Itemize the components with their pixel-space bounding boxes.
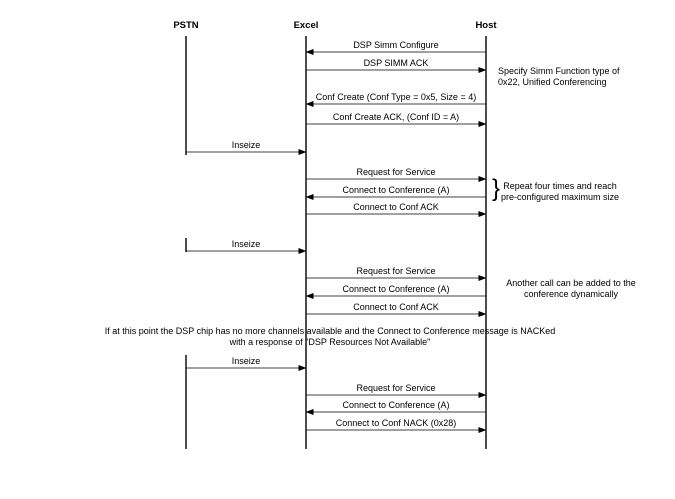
- message: Connect to Conference (A): [305, 400, 486, 415]
- message: DSP Simm Configure: [305, 40, 486, 55]
- message-label: Inseize: [232, 140, 261, 150]
- message: Inseize: [186, 140, 307, 155]
- message-label: Inseize: [232, 356, 261, 366]
- message-label: Connect to Conference (A): [342, 284, 449, 294]
- message-label: Request for Service: [356, 167, 435, 177]
- message: Request for Service: [306, 266, 487, 281]
- message: Connect to Conference (A): [305, 284, 486, 299]
- participant-excel-label: Excel: [294, 20, 319, 31]
- message: Conf Create (Conf Type = 0x5, Size = 4): [305, 92, 486, 107]
- message: Inseize: [186, 239, 307, 254]
- side-note-line: conference dynamically: [524, 289, 619, 299]
- message-label: DSP SIMM ACK: [364, 58, 429, 68]
- side-note-line: Another call can be added to the: [506, 278, 636, 288]
- message: Inseize: [186, 356, 307, 371]
- message-label: Inseize: [232, 239, 261, 249]
- message: Connect to Conference (A): [305, 185, 486, 200]
- message: Connect to Conf NACK (0x28): [306, 418, 487, 433]
- caption-line: with a response of "DSP Resources Not Av…: [229, 337, 431, 347]
- message: Conf Create ACK, (Conf ID = A): [306, 112, 487, 127]
- participant-pstn-label: PSTN: [173, 20, 198, 31]
- message-label: Request for Service: [356, 266, 435, 276]
- side-note-line: Repeat four times and reach: [503, 181, 617, 191]
- message-label: Connect to Conf ACK: [353, 302, 439, 312]
- message-label: Connect to Conference (A): [342, 185, 449, 195]
- message: Request for Service: [306, 167, 487, 182]
- message: DSP SIMM ACK: [306, 58, 487, 73]
- message-label: Conf Create ACK, (Conf ID = A): [333, 112, 459, 122]
- message-label: DSP Simm Configure: [353, 40, 438, 50]
- message-label: Conf Create (Conf Type = 0x5, Size = 4): [316, 92, 476, 102]
- side-note-line: Specify Simm Function type of: [498, 66, 620, 76]
- message: Connect to Conf ACK: [306, 302, 487, 317]
- message-label: Connect to Conf ACK: [353, 202, 439, 212]
- participant-host-label: Host: [475, 20, 497, 31]
- caption-line: If at this point the DSP chip has no mor…: [105, 326, 556, 336]
- side-note-line: pre-configured maximum size: [501, 192, 619, 202]
- message: Connect to Conf ACK: [306, 202, 487, 217]
- side-note-line: 0x22, Unified Conferencing: [498, 77, 607, 87]
- message-label: Connect to Conference (A): [342, 400, 449, 410]
- message-label: Connect to Conf NACK (0x28): [336, 418, 457, 428]
- message: Request for Service: [306, 383, 487, 398]
- repeat-brace: }: [492, 175, 500, 202]
- message-label: Request for Service: [356, 383, 435, 393]
